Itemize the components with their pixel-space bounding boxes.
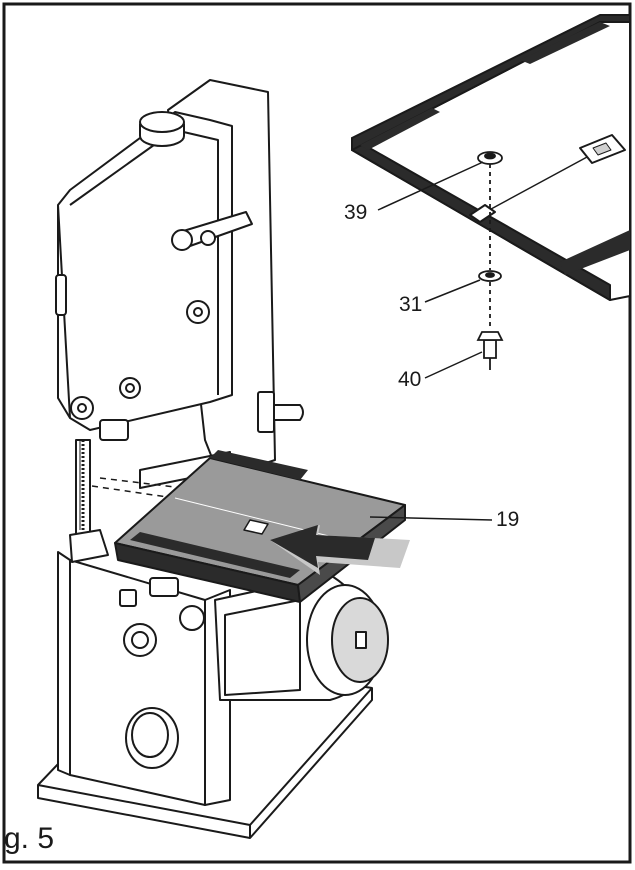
figure-label: g. 5 <box>4 822 55 855</box>
callout-39: 39 <box>344 201 368 224</box>
lower-cabinet <box>69 559 206 806</box>
leader-19 <box>369 516 493 521</box>
upper-wheel-housing <box>57 111 233 431</box>
callout-19: 19 <box>496 508 520 531</box>
leader-31 <box>424 279 481 303</box>
insert-arrow <box>270 525 410 575</box>
callout-31: 31 <box>399 293 423 316</box>
wing-screw-40 <box>483 339 497 359</box>
bandsaw-machine <box>37 79 389 839</box>
hardware-stack <box>476 151 504 370</box>
leader-39 <box>377 161 484 211</box>
leader-40 <box>424 351 483 379</box>
table-miter-slot <box>130 532 300 578</box>
callout-40: 40 <box>398 368 422 391</box>
